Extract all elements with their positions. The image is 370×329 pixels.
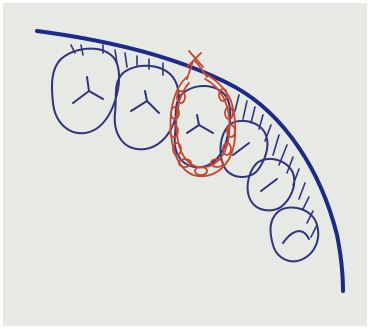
paper-background: [3, 3, 367, 326]
dental-arch-ligature-diagram: [3, 3, 367, 326]
diagram-frame: [3, 3, 367, 326]
